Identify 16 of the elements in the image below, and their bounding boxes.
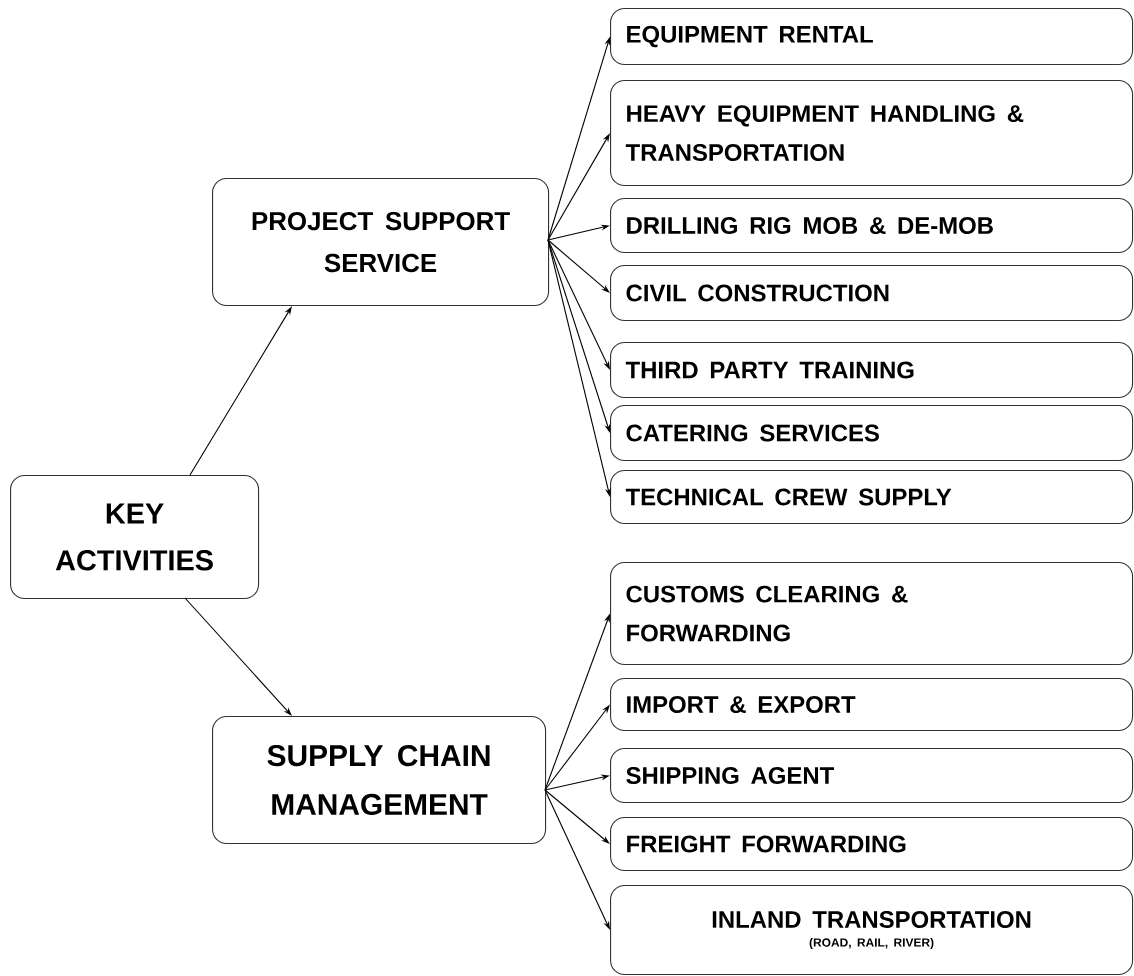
arrow <box>184 597 292 716</box>
activity-box: CUSTOMS CLEARING & FORWARDING <box>610 562 1134 666</box>
activity-box: THIRD PARTY TRAINING <box>610 342 1134 399</box>
activity-box: PROJECT SUPPORT SERVICE <box>212 178 550 307</box>
activity-box: FREIGHT FORWARDING <box>610 817 1134 872</box>
activity-box: KEY ACTIVITIES <box>10 475 260 600</box>
activity-box: TECHNICAL CREW SUPPLY <box>610 470 1134 525</box>
activity-box: CATERING SERVICES <box>610 405 1134 462</box>
activity-box: HEAVY EQUIPMENT HANDLING & TRANSPORTATION <box>610 80 1134 187</box>
activity-box: SHIPPING AGENT <box>610 748 1134 804</box>
activity-box: CIVIL CONSTRUCTION <box>610 265 1134 322</box>
activity-box: IMPORT & EXPORT <box>610 678 1134 732</box>
activity-box: INLAND TRANSPORTATION (ROAD, RAIL, RIVER) <box>610 885 1134 976</box>
activity-box: DRILLING RIG MOB & DE-MOB <box>610 198 1134 254</box>
activity-box: SUPPLY CHAIN MANAGEMENT <box>212 716 547 845</box>
activity-box: EQUIPMENT RENTAL <box>610 8 1134 66</box>
